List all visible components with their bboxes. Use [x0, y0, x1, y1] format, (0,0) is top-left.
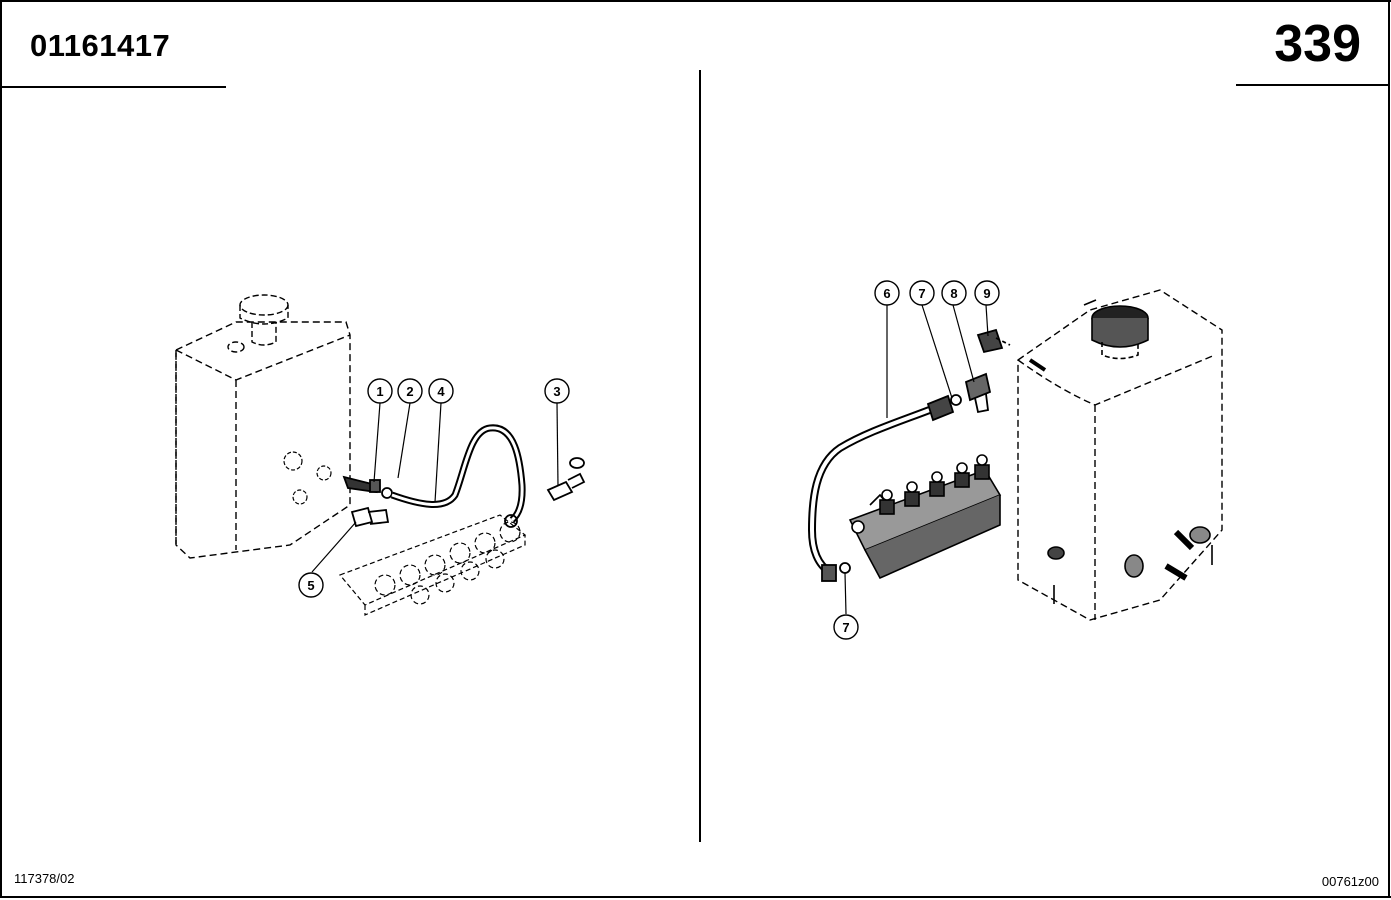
callout-4-label: 4	[437, 384, 445, 399]
callout-8: 8	[941, 280, 967, 306]
frame-top	[0, 0, 1391, 2]
frame-bottom	[0, 896, 1391, 898]
callout-5-label: 5	[307, 578, 314, 593]
callout-7-lower: 7	[833, 614, 859, 640]
callout-1-label: 1	[376, 384, 383, 399]
callout-2: 2	[397, 378, 423, 404]
right-tank-cap	[1083, 299, 1149, 360]
callout-3: 3	[544, 378, 570, 404]
view-divider	[699, 70, 701, 842]
drawing-reference-left: 117378/02	[14, 871, 75, 886]
left-callout-lines	[311, 402, 559, 573]
callout-7-upper-label: 7	[918, 286, 925, 301]
callout-9-label: 9	[983, 286, 990, 301]
left-tank-ports	[283, 451, 332, 505]
page-number: 339	[1274, 15, 1361, 73]
callout-1: 1	[367, 378, 393, 404]
right-tank-outline	[1017, 289, 1223, 621]
frame-left	[0, 0, 2, 898]
left-solid-parts	[342, 424, 586, 528]
right-valve-block	[848, 454, 1002, 580]
right-tank-ports	[1028, 358, 1213, 604]
callout-6: 6	[874, 280, 900, 306]
frame-right	[1388, 0, 1390, 898]
left-tank-cap	[227, 294, 289, 353]
callout-9: 9	[974, 280, 1000, 306]
drawing-reference-right: 00761z00	[1321, 874, 1379, 889]
callout-2-label: 2	[406, 384, 413, 399]
part-number-underline	[2, 86, 226, 88]
page-number-underline	[1236, 84, 1388, 86]
right-callout-lines	[844, 304, 989, 615]
left-tank-outline	[175, 321, 351, 559]
callout-5: 5	[298, 572, 324, 598]
callout-7-upper: 7	[909, 280, 935, 306]
left-valve-block	[338, 514, 527, 616]
right-solid-parts	[807, 328, 1011, 582]
callout-8-label: 8	[950, 286, 957, 301]
callout-3-label: 3	[553, 384, 560, 399]
part-number: 01161417	[30, 28, 171, 63]
callout-6-label: 6	[883, 286, 890, 301]
callout-4: 4	[428, 378, 454, 404]
callout-7-lower-label: 7	[842, 620, 849, 635]
